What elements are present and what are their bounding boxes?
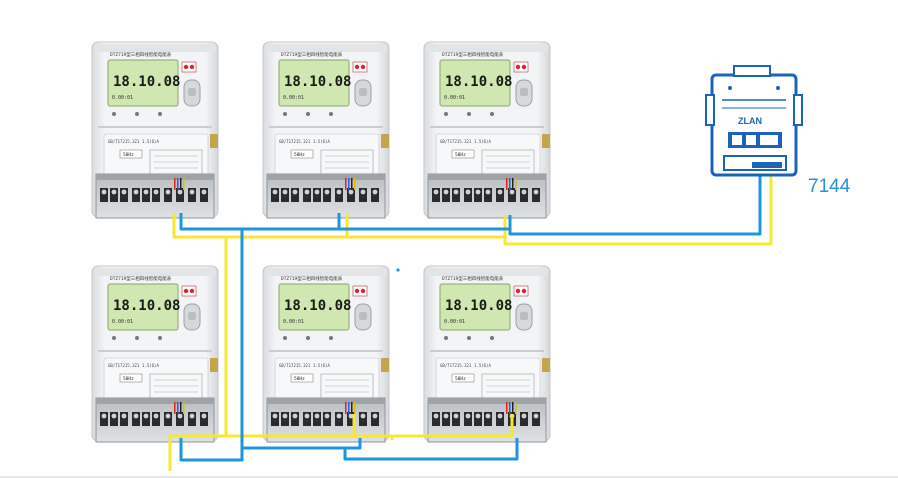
rs485-wire-b	[168, 168, 773, 471]
meter-4	[91, 265, 219, 443]
meter-1	[91, 41, 219, 219]
serial-gateway-device: ZLAN	[705, 65, 803, 177]
meter-5	[262, 265, 390, 443]
meter-6	[423, 265, 551, 443]
gateway-brand: ZLAN	[738, 116, 762, 126]
meter-2	[262, 41, 390, 219]
gateway-label: 7144	[808, 176, 851, 197]
rs485-wire-a	[179, 168, 762, 462]
meter-3	[423, 41, 551, 219]
